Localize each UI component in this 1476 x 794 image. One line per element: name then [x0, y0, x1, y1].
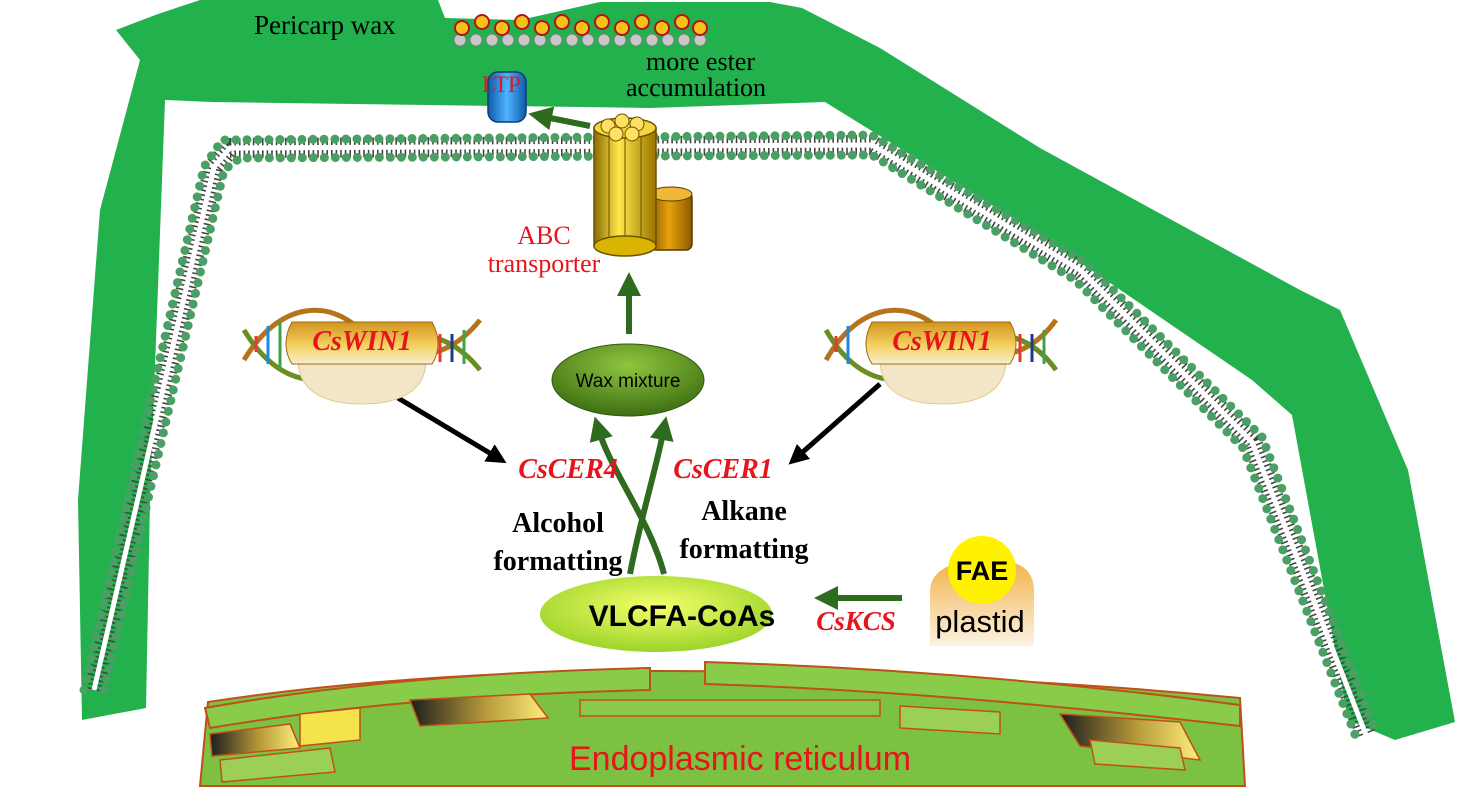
ltp-label: LTP: [482, 72, 521, 97]
ltp-protein: [487, 71, 527, 123]
cskcs-label: CsKCS: [816, 606, 896, 636]
cswin1-dna-complex-right: [823, 307, 1059, 405]
accumulation-label: accumulation: [626, 73, 766, 102]
alcohol-label: Alcohol: [512, 508, 604, 539]
cswin1-label-right: CsWIN1: [892, 326, 992, 357]
plastid-label: plastid: [935, 604, 1025, 639]
cswin1-dna-complex-left: [241, 307, 482, 405]
fae-circle: [948, 536, 1016, 604]
transporter-label: transporter: [488, 249, 601, 278]
vlcfa-coas-node: [540, 576, 772, 652]
cswin1-label-left: CsWIN1: [312, 326, 412, 357]
er-label: Endoplasmic reticulum: [569, 740, 911, 778]
alkane-formatting-label: formatting: [679, 534, 808, 565]
endoplasmic-reticulum: [198, 660, 1247, 787]
plasma-membrane: [79, 130, 1381, 742]
vlcfa-label: VLCFA-CoAs: [589, 600, 776, 633]
cell-wall: [78, 0, 1455, 740]
abc-label: ABC: [517, 221, 570, 250]
regulation-arrows: [396, 382, 882, 465]
cscer1-label: CsCER1: [673, 454, 773, 485]
abc-transporter: [593, 113, 693, 257]
alcohol-formatting-label: formatting: [493, 546, 622, 577]
alkane-label: Alkane: [701, 496, 787, 527]
fae-label: FAE: [956, 556, 1009, 586]
wax-mixture-node: [551, 343, 705, 417]
cscer4-label: CsCER4: [518, 454, 618, 485]
more-ester-label: more ester: [646, 47, 755, 76]
pericarp-wax-label: Pericarp wax: [254, 10, 396, 40]
wax-mixture-label: Wax mixture: [576, 371, 681, 392]
pathway-arrows: [528, 106, 902, 610]
pericarp-wax-crystals: [453, 14, 708, 47]
